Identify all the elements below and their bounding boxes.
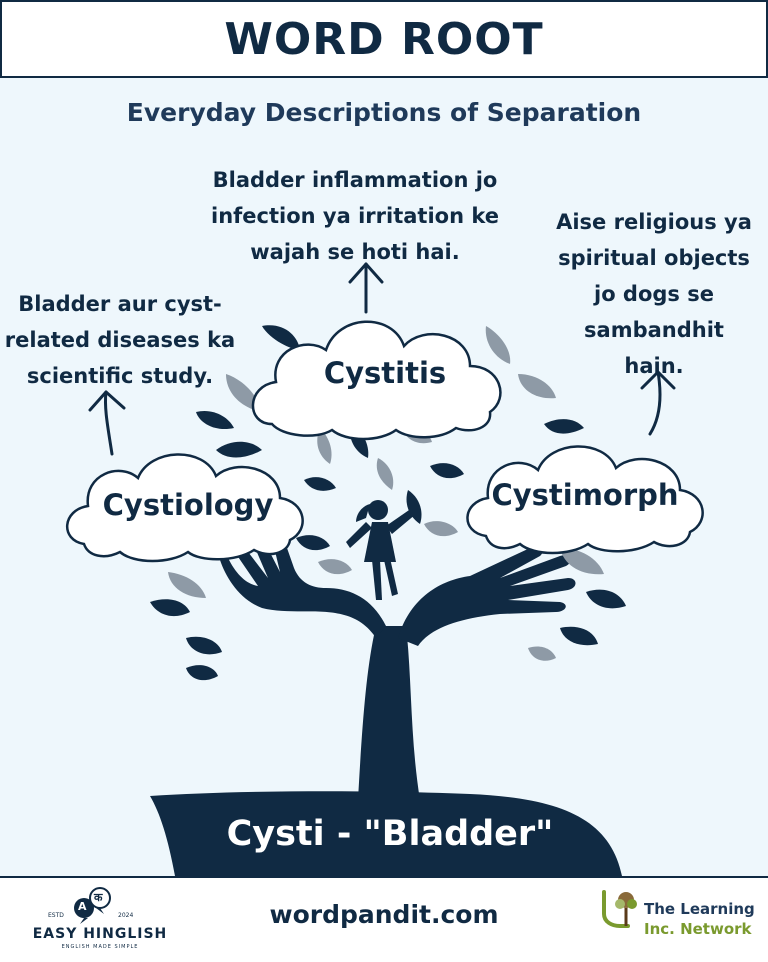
leaf-icon — [560, 626, 598, 646]
leaf-icon — [406, 490, 422, 524]
cloud-center — [251, 320, 502, 441]
word-cystiology: Cystiology — [102, 488, 274, 522]
learning-network-line1: The Learning — [644, 900, 755, 918]
description-line: sambandhit — [584, 318, 724, 342]
tree-illustration — [65, 262, 704, 876]
left-hand-icon — [220, 528, 386, 638]
tree-trunk — [150, 528, 622, 876]
cystimorph-description: Aise religious ya spiritual objects jo d… — [540, 204, 768, 384]
footer: A क ESTD 2024 EASY HINGLISH ENGLISH MADE… — [0, 876, 768, 960]
learning-network-line2: Inc. Network — [644, 920, 752, 938]
cystiology-description: Bladder aur cyst- related diseases ka sc… — [0, 286, 240, 394]
leaf-icon — [317, 428, 332, 464]
leaf-icon — [318, 559, 352, 575]
leaf-icon — [376, 458, 394, 490]
description-line: scientific study. — [26, 364, 214, 388]
page-title: WORD ROOT — [224, 13, 544, 65]
header: WORD ROOT — [0, 0, 768, 78]
leaf-icon — [544, 419, 584, 434]
description-line: infection ya irritation ke — [211, 204, 499, 228]
easy-hinglish-logo-icon — [74, 887, 111, 924]
site-link[interactable]: wordpandit.com — [269, 900, 499, 929]
easy-hinglish-letter-a: A — [78, 900, 87, 913]
leaf-icon — [430, 463, 464, 479]
leaf-icon — [168, 572, 206, 598]
leaf-icon — [424, 521, 458, 537]
leaf-icon — [186, 636, 222, 655]
up-arrow-icon — [640, 370, 676, 436]
leaf-icon — [216, 441, 262, 458]
root-label: Cysti - "Bladder" — [226, 814, 554, 854]
leaf-icon — [196, 410, 234, 430]
leaf-icon — [518, 374, 556, 399]
leaf-icon — [262, 325, 300, 350]
subtitle: Everyday Descriptions of Separation — [126, 98, 642, 127]
leaf-icon — [485, 326, 511, 364]
word-cystitis: Cystitis — [323, 356, 447, 390]
up-arrow-icon — [348, 262, 384, 314]
leaves — [150, 325, 626, 681]
word-cystimorph: Cystimorph — [491, 478, 679, 512]
leaf-icon — [560, 548, 604, 575]
description-line: Bladder aur cyst- — [18, 292, 222, 316]
learning-network-tree-icon — [602, 890, 637, 928]
child-icon — [346, 500, 416, 600]
easy-hinglish-year: 2024 — [118, 912, 134, 919]
leaf-icon — [586, 589, 626, 609]
footer-graphics — [74, 887, 637, 928]
easy-hinglish-estd: ESTD — [48, 912, 64, 919]
easy-hinglish-tagline: ENGLISH MADE SIMPLE — [61, 944, 139, 950]
leaf-icon — [186, 665, 218, 681]
cystitis-description: Bladder inflammation jo infection ya irr… — [190, 162, 520, 270]
main-panel: Everyday Descriptions of Separation Blad… — [0, 78, 768, 876]
description-line: Bladder inflammation jo — [212, 168, 498, 192]
description-line: hain. — [624, 354, 684, 378]
description-line: spiritual objects — [558, 246, 750, 270]
description-line: wajah se hoti hai. — [250, 240, 460, 264]
description-line: jo dogs se — [594, 282, 714, 306]
cloud-left — [65, 453, 304, 563]
leaf-icon — [296, 535, 330, 551]
leaf-icon — [528, 646, 556, 661]
easy-hinglish-letter-ka: क — [94, 891, 103, 904]
description-line: related diseases ka — [4, 328, 236, 352]
right-hand-icon — [398, 546, 576, 646]
description-line: Aise religious ya — [556, 210, 752, 234]
leaf-icon — [304, 477, 336, 491]
cloud-right — [466, 445, 704, 555]
easy-hinglish-brand: EASY HINGLISH — [32, 926, 168, 942]
leaf-icon — [150, 599, 190, 617]
up-arrow-icon — [88, 390, 126, 456]
